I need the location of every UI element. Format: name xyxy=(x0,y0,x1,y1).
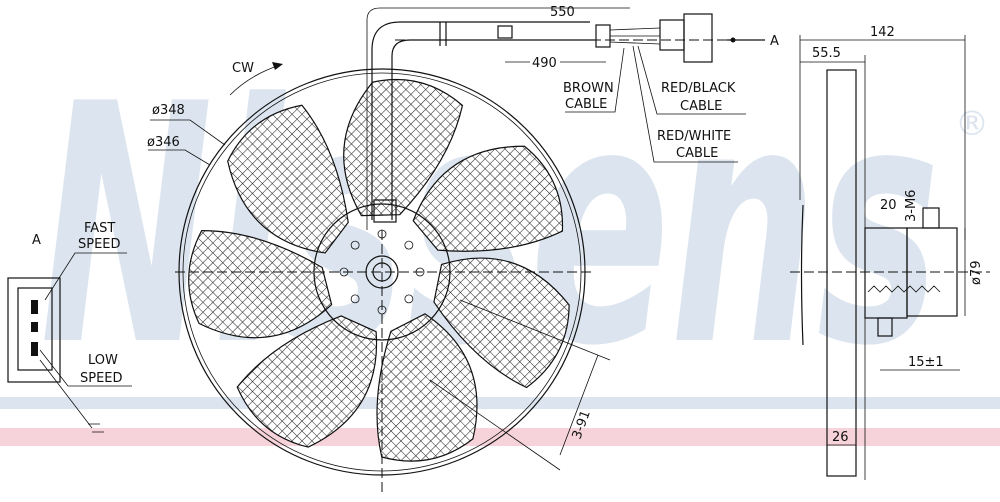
fan-blade xyxy=(188,230,333,339)
motor-diameter-79: ø79 xyxy=(969,261,984,286)
hub-hole xyxy=(350,240,360,250)
svg-text:CABLE: CABLE xyxy=(676,146,718,161)
hub-hole xyxy=(350,294,360,304)
outer-diameter-label: ø348 xyxy=(152,103,185,118)
fan-blade xyxy=(236,315,378,448)
fan-blades xyxy=(188,78,570,462)
fan-side-view: 142 55.5 20 3-M6 ø79 15±1 26 xyxy=(790,25,990,480)
hub-hole xyxy=(404,294,414,304)
connector-outline xyxy=(7,277,61,383)
fast-speed-label: FAST xyxy=(84,221,115,236)
fan-front-view xyxy=(175,7,765,495)
svg-text:SPEED: SPEED xyxy=(80,371,123,386)
cable-length-550: 550 xyxy=(550,5,575,20)
connector-view-a: A FAST SPEED LOW SPEED xyxy=(7,221,132,433)
fan-blade xyxy=(227,104,349,254)
blade-width-26: 26 xyxy=(832,430,849,445)
shaft-15: 15±1 xyxy=(908,355,944,370)
view-marker-a: A xyxy=(770,34,779,49)
fan-blade xyxy=(433,257,570,389)
rotation-label: CW xyxy=(232,61,254,76)
low-speed-label: LOW xyxy=(88,353,118,368)
red-black-cable-callout: RED/BLACK CABLE xyxy=(637,45,746,115)
svg-text:BROWN: BROWN xyxy=(563,81,614,96)
blade-diameter-label: ø346 xyxy=(147,135,180,150)
fan-blade xyxy=(343,78,464,217)
red-white-cable-callout: RED/WHITE CABLE xyxy=(632,45,738,163)
svg-text:RED/BLACK: RED/BLACK xyxy=(661,81,736,96)
svg-text:CABLE: CABLE xyxy=(565,97,607,112)
hub-hole xyxy=(404,240,414,250)
side-blade-profile xyxy=(826,69,857,477)
cable-tube xyxy=(371,21,590,220)
fan-blade xyxy=(412,145,564,252)
fan-blade xyxy=(376,313,478,462)
svg-text:RED/WHITE: RED/WHITE xyxy=(657,129,731,144)
brown-cable-callout: BROWN CABLE xyxy=(563,47,625,113)
boss-20: 20 xyxy=(880,198,897,213)
depth-142: 142 xyxy=(870,25,895,40)
thread-3-m6: 3-M6 xyxy=(904,190,919,222)
cable-length-490: 490 xyxy=(532,56,557,71)
registered-mark: ® xyxy=(955,104,989,144)
depth-55-5: 55.5 xyxy=(812,46,841,61)
svg-text:SPEED: SPEED xyxy=(78,237,121,252)
connector-view-label: A xyxy=(32,233,41,248)
svg-text:CABLE: CABLE xyxy=(680,99,722,114)
